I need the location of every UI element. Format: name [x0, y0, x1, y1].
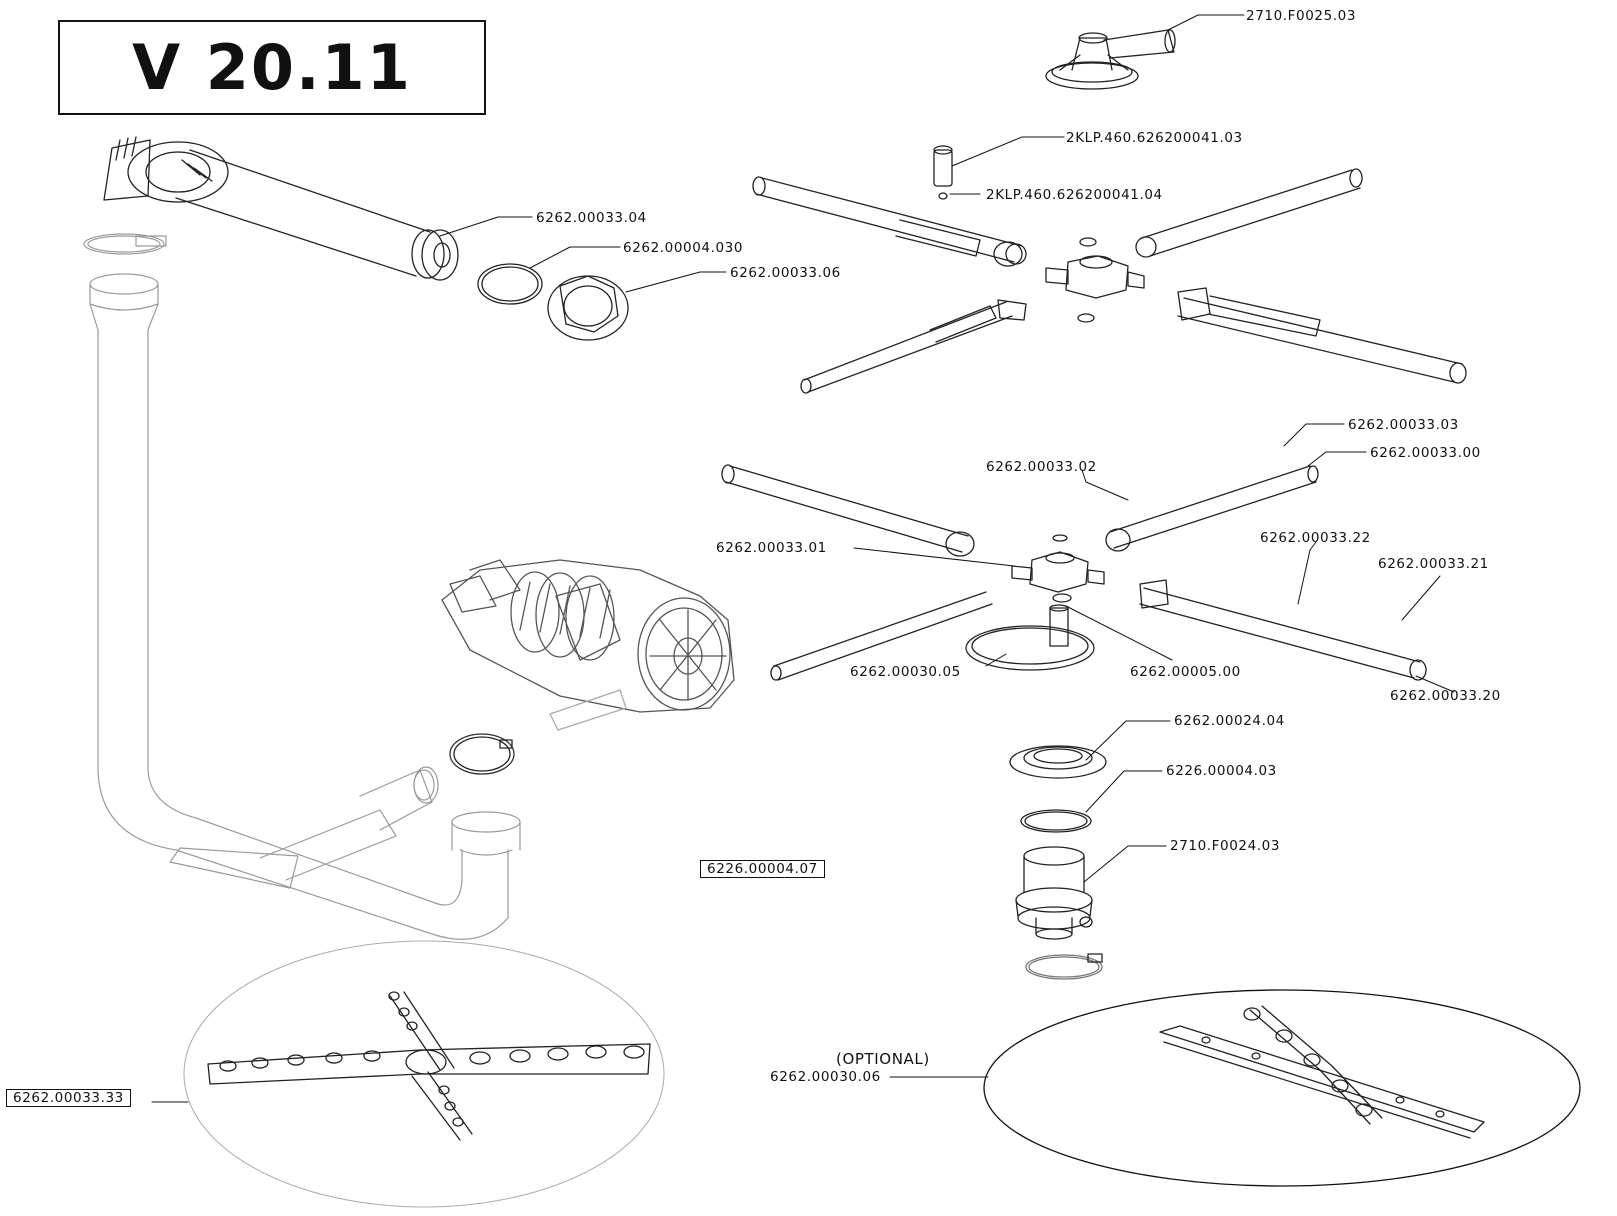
part-label: 6262.00033.06 [730, 265, 841, 281]
part-label: 6262.00033.04 [536, 210, 647, 226]
part-label: 6262.00030.06 [770, 1069, 881, 1085]
part-label: 2710.F0024.03 [1170, 838, 1281, 854]
part-label: 2710.F0025.03 [1246, 8, 1357, 24]
part-label: 6262.00004.030 [623, 240, 744, 256]
detail-circle-optional-arm [983, 989, 1581, 1187]
part-label: 2KLP.460.626200041.04 [986, 187, 1163, 203]
part-label: 2KLP.460.626200041.03 [1066, 130, 1243, 146]
optional-spray-arm-detail [1159, 1005, 1485, 1139]
upper-spray-arm [752, 145, 1467, 394]
cross-spray-arm-detail [207, 991, 651, 1141]
title-box: V 20.11 [58, 20, 486, 115]
part-label-boxed: 6226.00004.07 [700, 860, 825, 878]
part-label: 6262.00033.21 [1378, 556, 1489, 572]
part-label: 6262.00024.04 [1174, 713, 1285, 729]
o-ring-part [477, 263, 543, 305]
optional-note: (OPTIONAL) [836, 1050, 930, 1068]
part-label-boxed: 6262.00033.33 [6, 1089, 131, 1107]
detail-circle-cross-arm [183, 940, 665, 1208]
part-label: 6262.00033.01 [716, 540, 827, 556]
part-label: 6262.00033.02 [986, 459, 1097, 475]
hex-nut-part [547, 275, 629, 341]
part-label: 6262.00033.20 [1390, 688, 1501, 704]
inlet-tube-part [103, 136, 459, 281]
diagram-title: V 20.11 [132, 31, 412, 104]
lower-spray-arm [721, 464, 1427, 681]
drain-hose [83, 233, 521, 940]
leader-lines [151, 14, 1455, 1103]
part-label: 6262.00033.03 [1348, 417, 1459, 433]
part-label: 6226.00004.03 [1166, 763, 1277, 779]
sump-stack [1009, 745, 1107, 980]
hose-clamp-part [449, 733, 515, 775]
pump-motor [441, 559, 735, 731]
part-label: 6262.00030.05 [850, 664, 961, 680]
top-cap-part [1045, 29, 1176, 90]
part-label: 6262.00033.00 [1370, 445, 1481, 461]
part-label: 6262.00005.00 [1130, 664, 1241, 680]
part-label: 6262.00033.22 [1260, 530, 1371, 546]
